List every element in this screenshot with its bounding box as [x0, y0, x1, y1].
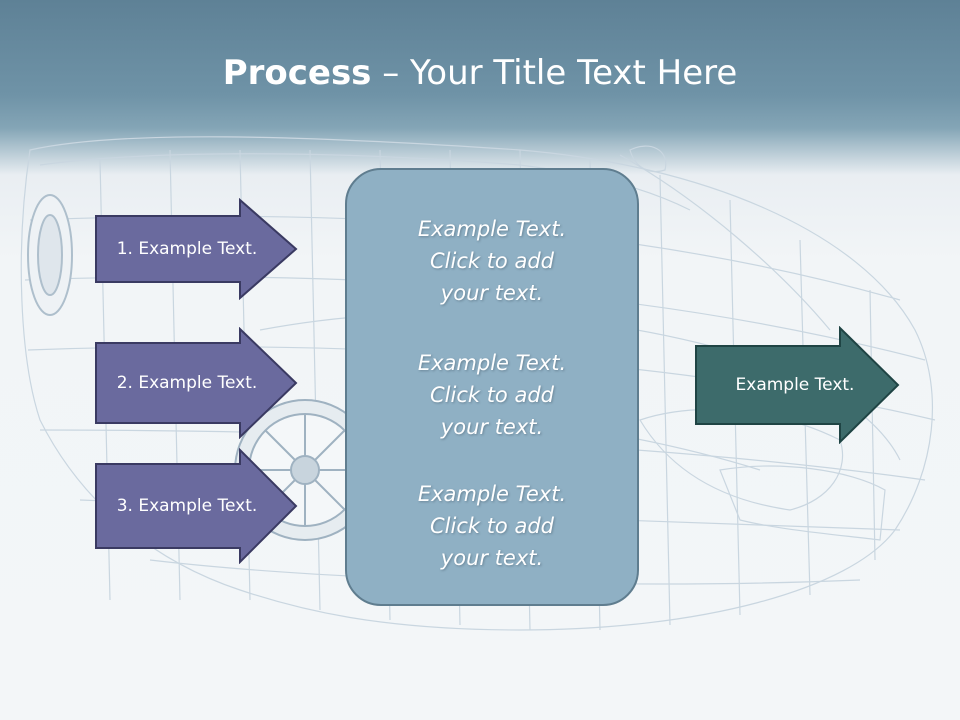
step-arrow-3-label: 3. Example Text. [116, 496, 258, 516]
result-arrow[interactable] [694, 326, 900, 444]
step-arrow-1-label: 1. Example Text. [116, 239, 258, 259]
center-text-line: Click to add [429, 383, 554, 407]
center-content-box[interactable] [345, 168, 639, 606]
center-text-block-1[interactable]: Example Text. Click to add your text. [345, 213, 639, 309]
title-bold: Process [222, 53, 372, 93]
center-text-block-3[interactable]: Example Text. Click to add your text. [345, 478, 639, 574]
center-text-line: Example Text. [417, 482, 567, 506]
result-arrow-label: Example Text. [735, 375, 855, 395]
center-text-line: Example Text. [417, 351, 567, 375]
step-arrow-2-label: 2. Example Text. [116, 373, 258, 393]
center-text-block-2[interactable]: Example Text. Click to add your text. [345, 347, 639, 443]
center-text-line: your text. [440, 281, 544, 305]
center-text-line: Example Text. [417, 217, 567, 241]
center-text-line: your text. [440, 546, 544, 570]
center-text-line: Click to add [429, 249, 554, 273]
step-arrow-3[interactable] [94, 448, 298, 564]
center-text-line: your text. [440, 415, 544, 439]
slide-title: Process – Your Title Text Here [0, 48, 960, 98]
title-rest: – Your Title Text Here [371, 53, 738, 93]
step-arrow-2[interactable] [94, 327, 298, 439]
step-arrow-1[interactable] [94, 198, 298, 300]
center-text-line: Click to add [429, 514, 554, 538]
